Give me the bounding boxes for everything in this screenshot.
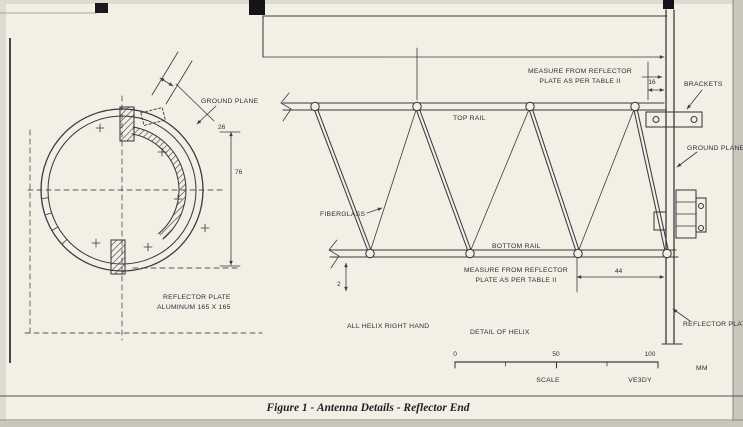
dim-76-label: 76 [235, 169, 243, 176]
ground-plane-arc-hatch [131, 127, 186, 239]
standoff-bar-top [119, 106, 135, 142]
reflector-plate-label-right: REFLECTOR PLATE [683, 321, 743, 328]
ground-plane-arc-inner [131, 133, 180, 235]
measure-note-bottom-line1: MEASURE FROM REFLECTOR [464, 267, 568, 274]
top-rail-label: TOP RAIL [453, 115, 486, 122]
helix-turns [312, 106, 670, 253]
bottom-rail [328, 239, 679, 269]
reflector-plate-edge [661, 9, 683, 345]
top-rail [280, 92, 667, 122]
reflector-plate-note-line1: REFLECTOR PLATE [163, 294, 231, 301]
dim-16-label: 16 [648, 79, 656, 86]
scan-mark-top-left [95, 3, 108, 13]
helix-attachment-nodes [310, 101, 672, 259]
standoff-bar-bottom [110, 239, 126, 275]
dim-26-label: 26 [218, 124, 226, 131]
mounting-hole-marks [91, 123, 210, 252]
scale-bar: 0 50 100 MM SCALE VE3DY [453, 351, 708, 384]
fiberglass-label: FIBERGLASS [320, 211, 365, 218]
detail-box-dashed [140, 106, 166, 126]
helix-detail-view: MEASURE FROM REFLECTOR PLATE AS PER TABL… [262, 9, 743, 345]
scale-tick-50: 50 [552, 351, 560, 358]
ground-plane-label-right: GROUND PLANE [687, 145, 743, 152]
scan-mark-top-right [663, 0, 674, 9]
credit-callsign: VE3DY [628, 377, 652, 384]
scale-tick-100: 100 [645, 351, 656, 358]
helix-hand-note: ALL HELIX RIGHT HAND [347, 323, 429, 330]
measure-note-top-line1: MEASURE FROM REFLECTOR [528, 68, 632, 75]
figure-caption: Figure 1 - Antenna Details - Reflector E… [265, 402, 469, 414]
detail-of-helix-label: DETAIL OF HELIX [470, 329, 530, 336]
mounting-bracket-top [645, 111, 703, 128]
ground-plane-arc-outer [132, 126, 187, 240]
reflector-end-view: GROUND PLANE 26 76 REFLECTOR PLATE ALUMI… [24, 51, 263, 341]
scale-tick-0: 0 [453, 351, 457, 358]
scale-label: SCALE [536, 377, 560, 384]
figure-caption-block: Figure 1 - Antenna Details - Reflector E… [0, 395, 743, 421]
scale-units-label: MM [696, 365, 708, 372]
dim-2-label: 2 [337, 281, 341, 288]
bottom-rail-label: BOTTOM RAIL [492, 243, 541, 250]
measure-note-bottom-line2: PLATE AS PER TABLE II [475, 277, 556, 284]
dim-44-label: 44 [615, 268, 623, 275]
feed-clamp-assembly [653, 189, 707, 239]
reflector-plate-note-line2: ALUMINUM 165 X 165 [157, 304, 231, 311]
brackets-label: BRACKETS [684, 81, 723, 88]
break-mark-bottom [328, 239, 340, 269]
measure-note-top-line2: PLATE AS PER TABLE II [539, 78, 620, 85]
break-mark-top [280, 92, 292, 122]
scan-mark-top-center [249, 0, 265, 15]
ground-plane-label-left: GROUND PLANE [201, 98, 259, 105]
